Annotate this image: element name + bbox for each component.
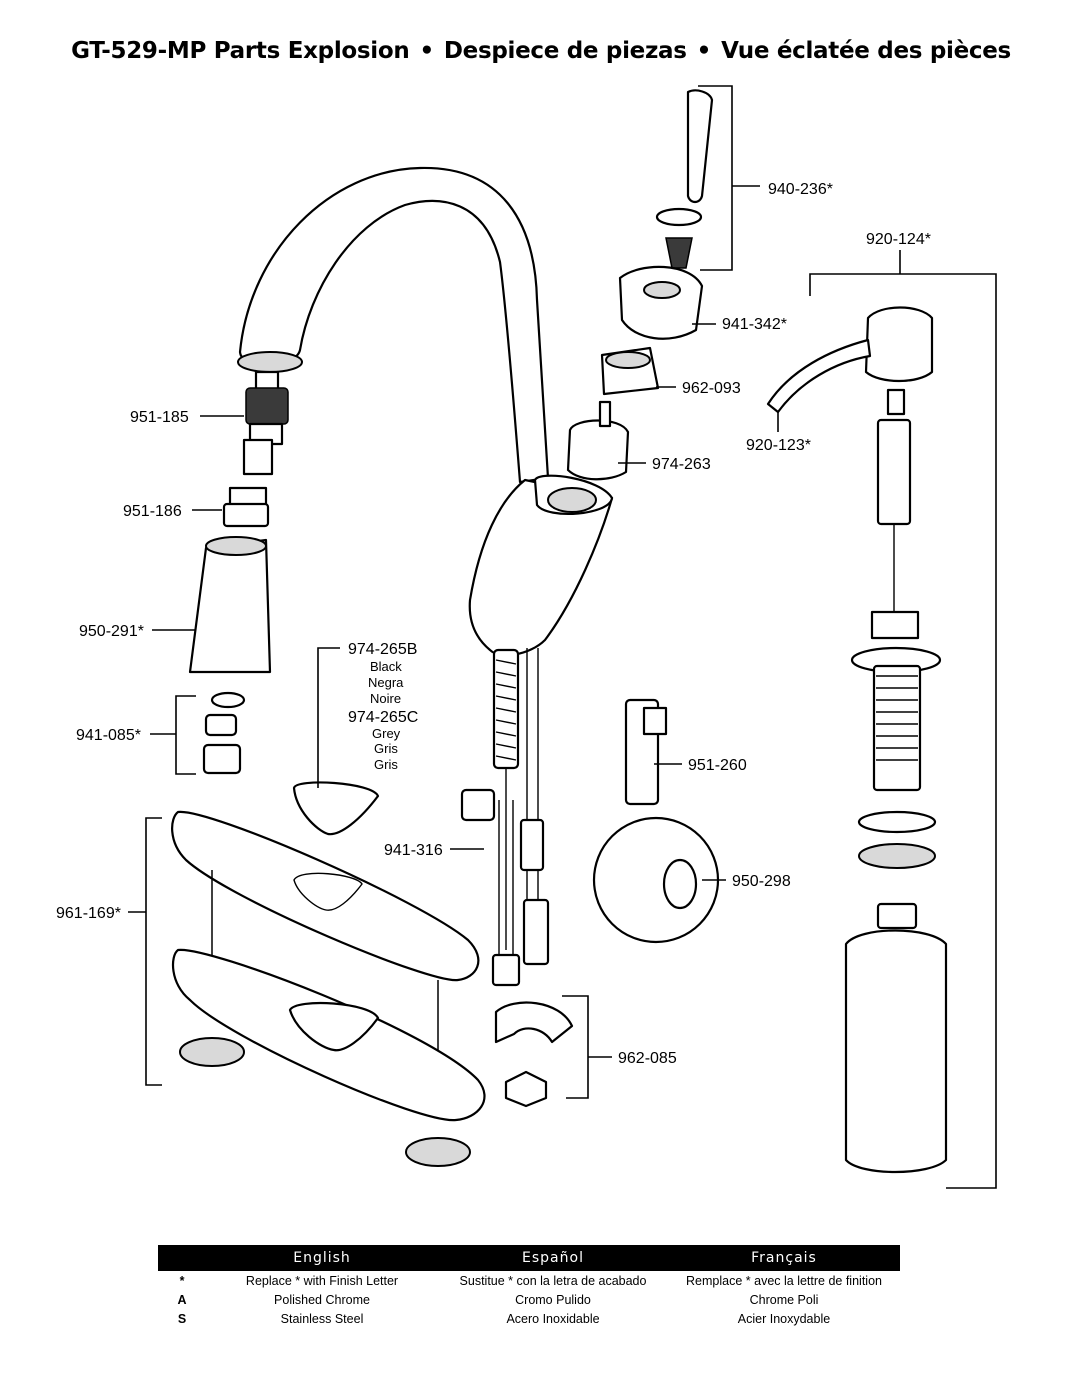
- finish-legend-table: English Español Français * Replace * wit…: [158, 1245, 900, 1328]
- label-951-260: 951-260: [688, 757, 747, 774]
- label-920-124: 920-124*: [866, 231, 931, 248]
- legend-spanish: Acero Inoxidable: [506, 1311, 600, 1326]
- faucet-spout-body: [237, 166, 614, 987]
- legend-row: * Replace * with Finish Letter Sustitue …: [158, 1271, 900, 1290]
- legend-english: Polished Chrome: [274, 1292, 370, 1307]
- parts-explosion-diagram: 940-236* 920-124* 941-342* 962-093 951-1…: [56, 85, 997, 1189]
- title-separator: •: [696, 38, 712, 64]
- label-941-085: 941-085*: [76, 727, 141, 744]
- title-french: Vue éclatée des pièces: [721, 38, 1011, 64]
- label-951-186: 951-186: [123, 503, 182, 520]
- handle-group: [566, 89, 714, 481]
- label-grey-es: Gris: [374, 741, 398, 756]
- legend-key: S: [177, 1311, 187, 1326]
- label-940-236: 940-236*: [768, 181, 833, 198]
- diagram-title: GT-529-MP Parts Explosion • Despiece de pi…: [0, 38, 1082, 64]
- leader-lines: [128, 85, 997, 1189]
- legend-spanish: Sustitue * con la letra de acabado: [459, 1273, 647, 1288]
- spray-head-group: [188, 370, 289, 775]
- legend-english: Replace * with Finish Letter: [245, 1273, 399, 1288]
- label-951-185: 951-185: [130, 409, 189, 426]
- label-941-342: 941-342*: [722, 316, 787, 333]
- label-974-265B: 974-265B: [348, 641, 417, 658]
- label-941-316: 941-316: [384, 842, 443, 859]
- legend-spanish: Cromo Pulido: [515, 1292, 591, 1307]
- label-black-en: Black: [370, 659, 402, 674]
- label-962-085: 962-085: [618, 1050, 677, 1067]
- label-black-fr: Noire: [370, 691, 401, 706]
- label-920-123: 920-123*: [746, 437, 811, 454]
- label-962-093: 962-093: [682, 380, 741, 397]
- title-english: GT-529-MP Parts Explosion: [71, 38, 410, 64]
- legend-header-french: Français: [751, 1250, 817, 1266]
- legend-header-row: English Español Français: [158, 1245, 900, 1271]
- label-974-263: 974-263: [652, 456, 711, 473]
- legend-french: Remplace * avec la lettre de finition: [686, 1273, 882, 1288]
- label-961-169: 961-169*: [56, 905, 121, 922]
- legend-french: Acier Inoxydable: [737, 1311, 831, 1326]
- label-974-265C: 974-265C: [348, 709, 418, 726]
- legend-key: A: [177, 1292, 187, 1307]
- legend-row: S Stainless Steel Acero Inoxidable Acier…: [158, 1309, 900, 1328]
- title-spanish: Despiece de piezas: [443, 38, 687, 64]
- label-950-291: 950-291*: [79, 623, 144, 640]
- label-black-es: Negra: [368, 675, 404, 690]
- misc-parts-group: [494, 698, 720, 1108]
- label-950-298: 950-298: [732, 873, 791, 890]
- legend-header-spanish: Español: [522, 1250, 584, 1266]
- legend-header-english: English: [293, 1250, 351, 1266]
- label-grey-en: Grey: [372, 726, 401, 741]
- legend-key: *: [179, 1273, 185, 1288]
- legend-row: A Polished Chrome Cromo Pulido Chrome Po…: [158, 1290, 900, 1309]
- legend-english: Stainless Steel: [280, 1311, 364, 1326]
- legend-french: Chrome Poli: [749, 1292, 819, 1307]
- deck-plate-group: [171, 781, 496, 1167]
- soap-dispenser-group: [766, 306, 948, 1174]
- title-separator: •: [419, 38, 434, 64]
- label-grey-fr: Gris: [374, 757, 398, 772]
